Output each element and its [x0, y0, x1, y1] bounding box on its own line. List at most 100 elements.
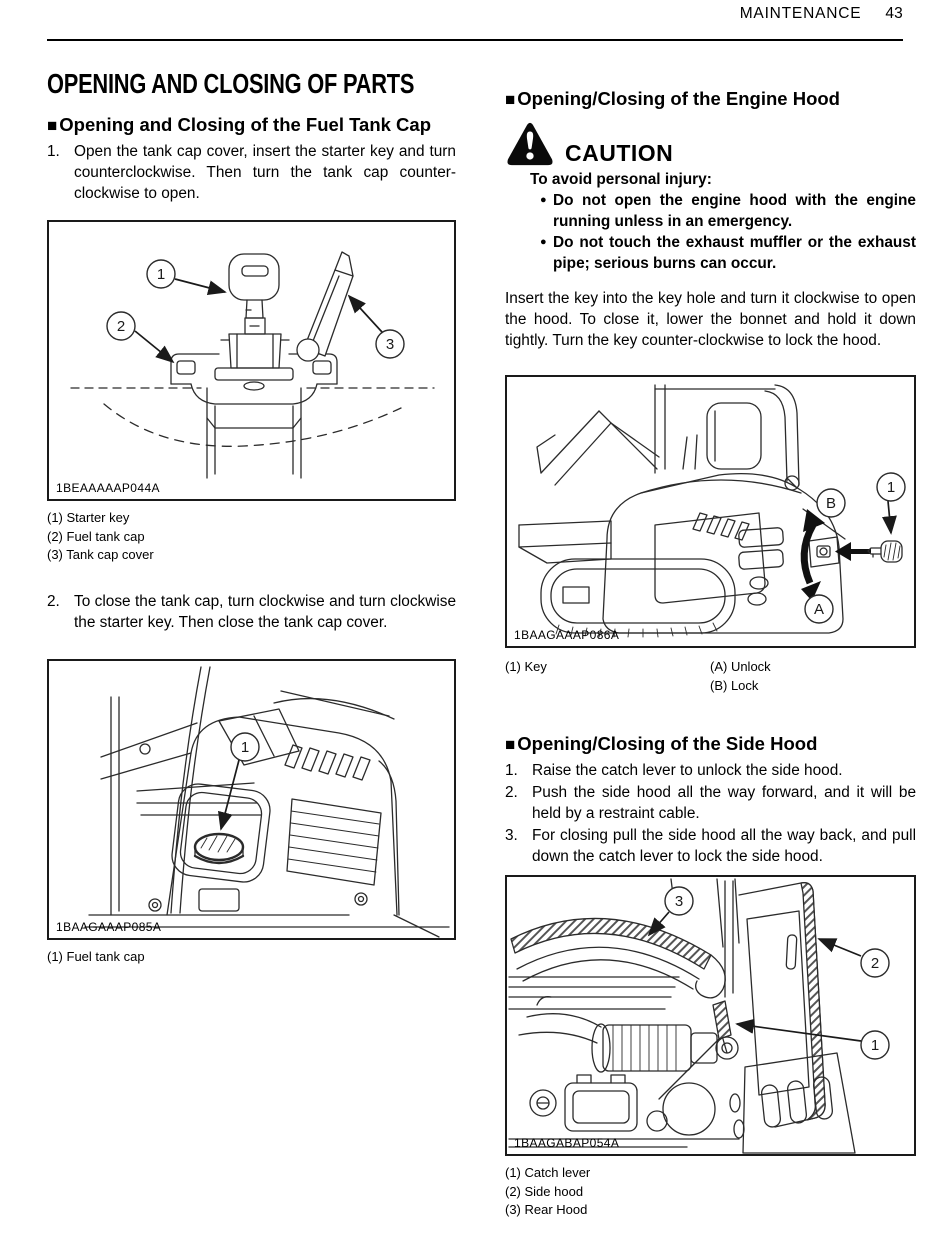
caution-intro: To avoid personal injury:: [530, 171, 712, 188]
frame-lines-drawing: [508, 880, 734, 1010]
section-heading-text: Opening/Closing of the Engine Hood: [517, 88, 840, 109]
svg-text:2: 2: [117, 318, 125, 335]
step-text: Push the side hood all the way forward, …: [532, 784, 916, 822]
callout-arrows: [881, 500, 897, 535]
section-marker-icon: ■: [505, 89, 516, 109]
keyhole-drawing: [816, 545, 831, 558]
step-number: 2.: [505, 784, 518, 801]
figure-fuel-tank-cap-diagram: 1 2 3 1BEAAAAAP044A: [47, 220, 456, 501]
section-marker-icon: ■: [47, 115, 58, 135]
fuel-tank-cap-location-illustration: 1: [84, 665, 450, 938]
figure-caption: 1BAAGAAAP085A: [56, 919, 162, 934]
legend-item: (3) Rear Hood: [505, 1202, 588, 1217]
side-hood-step-2: 2. Push the side hood all the way forwar…: [505, 782, 916, 824]
callout-3: 3: [375, 329, 405, 359]
grille-drawing: [286, 797, 382, 886]
fuel-step-2: 2. To close the tank cap, turn clockwise…: [47, 591, 456, 633]
left-column: OPENING AND CLOSING OF PARTS ■ Opening a…: [47, 62, 456, 966]
tank-cap-cover-drawing: [296, 251, 354, 362]
caution-body: To avoid personal injury: ● Do not open …: [530, 169, 916, 274]
caution-header: CAUTION: [505, 121, 916, 167]
bullet-icon: ●: [540, 194, 547, 206]
figure2-legend: (1) Fuel tank cap: [47, 948, 456, 967]
figure1-legend: (1) Starter key (2) Fuel tank cap (3) Ta…: [47, 509, 456, 565]
fuel-tank-cap-drawing: [170, 333, 338, 405]
figure-fuel-tank-cap-location: 1 1BAAGAAAP085A: [47, 658, 456, 940]
fuel-step-1: 1. Open the tank cap cover, insert the s…: [47, 141, 456, 204]
figure-side-hood-catch-lever: 3 2 1 1BAAGABAP054A: [505, 875, 916, 1156]
step-number: 1.: [505, 762, 518, 779]
section-heading-side-hood: ■ Opening/Closing of the Side Hood: [505, 733, 916, 755]
svg-text:B: B: [826, 495, 836, 512]
svg-text:2: 2: [871, 955, 879, 972]
side-hood-step-3: 3. For closing pull the side hood all th…: [505, 825, 916, 867]
callout-arrows: [134, 278, 383, 364]
callout-1: 1: [860, 1030, 890, 1060]
svg-text:3: 3: [675, 893, 683, 910]
step-text: To close the tank cap, turn clockwise an…: [74, 592, 456, 631]
callout-2: 2: [106, 311, 136, 341]
legend-item: (1) Fuel tank cap: [47, 948, 145, 964]
fuel-tank-cap-diagram: 1 2 3: [70, 251, 435, 479]
section-heading-text: Opening and Closing of the Fuel Tank Cap: [59, 114, 431, 135]
figure-caption: 1BAAGABAP054A: [514, 1136, 620, 1150]
rear-lights-drawing: [654, 512, 784, 606]
callout-2: 2: [860, 948, 890, 978]
figure3-legend: (1) Key (A) Unlock (B) Lock: [505, 658, 916, 695]
header-section-title: MAINTENANCE: [739, 5, 862, 22]
svg-text:1: 1: [157, 266, 165, 283]
figure4-legend: (1) Catch lever (2) Side hood (3) Rear H…: [505, 1164, 916, 1220]
section-heading-engine-hood: ■ Opening/Closing of the Engine Hood: [505, 88, 916, 110]
step-number: 2.: [47, 592, 60, 610]
svg-text:3: 3: [386, 336, 394, 353]
excavator-rear-drawing: [536, 384, 846, 634]
blade-drawing: [518, 520, 612, 564]
section-heading-text: Opening/Closing of the Side Hood: [517, 733, 818, 754]
section-marker-icon: ■: [505, 734, 516, 754]
engine-hood-paragraph: Insert the key into the key hole and tur…: [505, 290, 916, 349]
fuel-cap-drawing: [193, 832, 245, 864]
callout-arrows: [218, 759, 240, 831]
callout-1: 1: [876, 472, 906, 502]
bullet-icon: ●: [540, 236, 547, 248]
caution-label: CAUTION: [565, 140, 674, 166]
figure-engine-hood-key: B A 1 1BAAGAAAP086A: [505, 375, 916, 648]
step-text: Open the tank cap cover, insert the star…: [74, 143, 456, 202]
step-number: 1.: [47, 143, 60, 160]
legend-item: (1) Starter key: [47, 510, 130, 525]
legend-item: (2) Fuel tank cap: [47, 528, 145, 544]
machine-body-drawing: [84, 665, 450, 938]
caution-bullet: ● Do not open the engine hood with the e…: [540, 190, 916, 232]
page-header: MAINTENANCE 43: [47, 5, 903, 23]
svg-text:1: 1: [887, 479, 895, 496]
engine-parts-drawing: [508, 996, 740, 1148]
step-text: For closing pull the side hood all the w…: [532, 827, 916, 865]
callout-A: A: [804, 594, 834, 624]
figure-caption: 1BEAAAAAP044A: [56, 481, 160, 495]
lock-unlock-arrow: [800, 509, 825, 601]
page-number: 43: [885, 5, 903, 22]
key-drawing: [867, 540, 903, 563]
caution-bullet-text: Do not touch the exhaust muffler or the …: [553, 234, 916, 272]
page-title: OPENING AND CLOSING OF PARTS: [47, 68, 415, 99]
callout-B: B: [816, 488, 846, 518]
legend-item: (A) Unlock: [710, 659, 771, 674]
filler-neck-drawing: [206, 387, 302, 479]
engine-hood-key-illustration: B A 1: [518, 384, 906, 638]
legend-item: (3) Tank cap cover: [47, 547, 154, 562]
svg-text:1: 1: [871, 1037, 879, 1054]
right-column: ■ Opening/Closing of the Engine Hood CAU…: [505, 88, 916, 1220]
step-text: Raise the catch lever to unlock the side…: [532, 762, 843, 779]
tank-surface-lines: [70, 387, 435, 447]
foot-panel-drawing: [729, 1052, 856, 1154]
callout-1: 1: [146, 259, 176, 289]
tracks-drawing: [540, 558, 736, 638]
legend-item: (1) Key: [505, 659, 547, 674]
side-hood-step-1: 1. Raise the catch lever to unlock the s…: [505, 760, 916, 781]
side-hood-catch-lever-illustration: 3 2 1: [508, 878, 890, 1154]
callout-arrows: [647, 911, 862, 1042]
key-direction-arrow: [835, 542, 871, 561]
legend-item: (B) Lock: [710, 677, 759, 693]
warning-triangle-icon: [505, 121, 555, 167]
